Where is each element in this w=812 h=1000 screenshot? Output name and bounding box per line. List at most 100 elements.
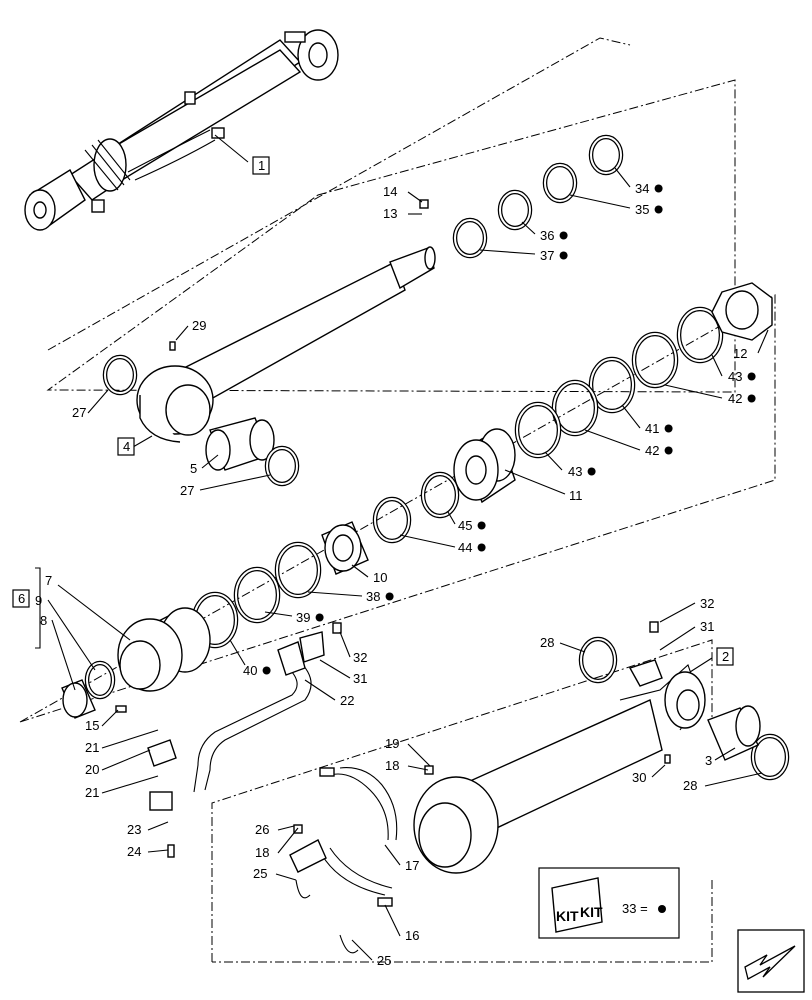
callout-32a[interactable]: 32 bbox=[700, 596, 714, 611]
callout-11[interactable]: 11 bbox=[569, 488, 583, 503]
callout-43a[interactable]: 43 bbox=[728, 369, 756, 384]
callout-box-4 bbox=[117, 437, 135, 456]
leader-line-20 bbox=[101, 749, 151, 771]
callout-22[interactable]: 22 bbox=[340, 693, 354, 708]
callout-label-9: 9 bbox=[35, 593, 42, 608]
callout-16[interactable]: 16 bbox=[405, 928, 419, 943]
kit-dot-34 bbox=[654, 184, 663, 193]
callout-26[interactable]: 26 bbox=[255, 822, 269, 837]
leader-line-3 bbox=[714, 747, 736, 761]
callout-19[interactable]: 19 bbox=[385, 736, 399, 751]
callout-37[interactable]: 37 bbox=[540, 248, 568, 263]
callout-3[interactable]: 3 bbox=[705, 753, 712, 768]
callout-label-22: 22 bbox=[340, 693, 354, 708]
callout-31b[interactable]: 31 bbox=[353, 671, 367, 686]
callout-38[interactable]: 38 bbox=[366, 589, 394, 604]
callout-label-16: 16 bbox=[405, 928, 419, 943]
callout-39[interactable]: 39 bbox=[296, 610, 324, 625]
leader-line-1 bbox=[214, 134, 249, 163]
leader-line-31a bbox=[659, 626, 696, 651]
leader-line-6 bbox=[35, 567, 41, 649]
leader-line-2 bbox=[689, 657, 713, 673]
callout-45[interactable]: 45 bbox=[458, 518, 486, 533]
leader-line-15 bbox=[101, 709, 119, 727]
callout-36[interactable]: 36 bbox=[540, 228, 568, 243]
callout-label-42a: 42 bbox=[728, 391, 742, 406]
callout-34[interactable]: 34 bbox=[635, 181, 663, 196]
callout-label-18a: 18 bbox=[385, 758, 399, 773]
bushing-illustration bbox=[205, 417, 275, 471]
callout-1[interactable]: 1 bbox=[252, 156, 270, 175]
next-page-arrow-button[interactable] bbox=[737, 929, 805, 993]
leader-line-25b bbox=[351, 939, 373, 961]
callout-label-15: 15 bbox=[85, 718, 99, 733]
callout-14[interactable]: 14 bbox=[383, 184, 397, 199]
callout-2[interactable]: 2 bbox=[716, 647, 734, 666]
leader-line-25a bbox=[275, 873, 297, 881]
kit-dot-40 bbox=[262, 666, 271, 675]
callout-label-3: 3 bbox=[705, 753, 712, 768]
callout-5[interactable]: 5 bbox=[190, 461, 197, 476]
callout-label-43a: 43 bbox=[728, 369, 742, 384]
callout-label-14: 14 bbox=[383, 184, 397, 199]
callout-28b[interactable]: 28 bbox=[683, 778, 697, 793]
cylinder-assembly-illustration bbox=[24, 29, 339, 231]
callout-21a[interactable]: 21 bbox=[85, 740, 99, 755]
callout-8[interactable]: 8 bbox=[40, 613, 47, 628]
callout-9[interactable]: 9 bbox=[35, 593, 42, 608]
callout-label-24: 24 bbox=[127, 844, 141, 859]
callout-label-17: 17 bbox=[405, 858, 419, 873]
callout-42a[interactable]: 42 bbox=[728, 391, 756, 406]
callout-41[interactable]: 41 bbox=[645, 421, 673, 436]
callout-6[interactable]: 6 bbox=[12, 589, 30, 608]
leader-line-32a bbox=[659, 602, 696, 623]
callout-43b[interactable]: 43 bbox=[568, 464, 596, 479]
callout-40[interactable]: 40 bbox=[243, 663, 271, 678]
kit-dot-36 bbox=[559, 231, 568, 240]
leader-line-36 bbox=[521, 221, 536, 235]
kit-dot-37 bbox=[559, 251, 568, 260]
callout-18a[interactable]: 18 bbox=[385, 758, 399, 773]
callout-25b[interactable]: 25 bbox=[377, 953, 391, 968]
guide-bushing-illustration bbox=[61, 679, 96, 719]
callout-label-27a: 27 bbox=[72, 405, 86, 420]
callout-23[interactable]: 23 bbox=[127, 822, 141, 837]
leader-line-32b bbox=[339, 631, 351, 658]
callout-12[interactable]: 12 bbox=[733, 346, 747, 361]
leader-line-9 bbox=[47, 599, 96, 671]
callout-label-12: 12 bbox=[733, 346, 747, 361]
frame-piston-group bbox=[19, 294, 776, 723]
callout-10[interactable]: 10 bbox=[373, 570, 387, 585]
callout-label-42b: 42 bbox=[645, 443, 659, 458]
leader-line-39 bbox=[264, 611, 293, 617]
leader-line-11 bbox=[504, 469, 566, 495]
leader-line-27b bbox=[199, 474, 271, 491]
callout-27b[interactable]: 27 bbox=[180, 483, 194, 498]
callout-24[interactable]: 24 bbox=[127, 844, 141, 859]
barrel-tube-illustration bbox=[413, 659, 706, 874]
callout-label-20: 20 bbox=[85, 762, 99, 777]
leader-line-21a bbox=[101, 729, 159, 749]
callout-35[interactable]: 35 bbox=[635, 202, 663, 217]
callout-4[interactable]: 4 bbox=[117, 437, 135, 456]
callout-label-5: 5 bbox=[190, 461, 197, 476]
callout-21b[interactable]: 21 bbox=[85, 785, 99, 800]
callout-7[interactable]: 7 bbox=[45, 573, 52, 588]
callout-28a[interactable]: 28 bbox=[540, 635, 554, 650]
callout-15[interactable]: 15 bbox=[85, 718, 99, 733]
callout-25a[interactable]: 25 bbox=[253, 866, 267, 881]
callout-18b[interactable]: 18 bbox=[255, 845, 269, 860]
callout-label-43b: 43 bbox=[568, 464, 582, 479]
callout-20[interactable]: 20 bbox=[85, 762, 99, 777]
callout-29[interactable]: 29 bbox=[192, 318, 206, 333]
callout-31a[interactable]: 31 bbox=[700, 619, 714, 634]
callout-27a[interactable]: 27 bbox=[72, 405, 86, 420]
callout-32b[interactable]: 32 bbox=[353, 650, 367, 665]
callout-42b[interactable]: 42 bbox=[645, 443, 673, 458]
callout-44[interactable]: 44 bbox=[458, 540, 486, 555]
callout-30[interactable]: 30 bbox=[632, 770, 646, 785]
callout-13[interactable]: 13 bbox=[383, 206, 397, 221]
kit-dot-39 bbox=[315, 613, 324, 622]
callout-17[interactable]: 17 bbox=[405, 858, 419, 873]
